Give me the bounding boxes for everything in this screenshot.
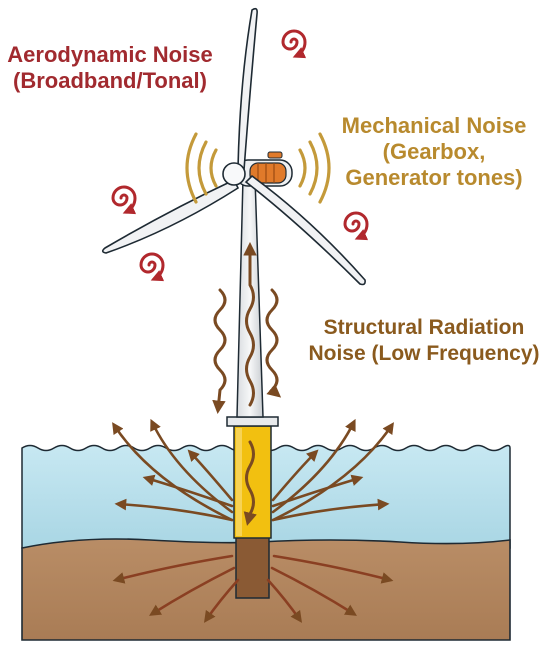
swirl-icon [343, 211, 369, 241]
blade-right [244, 174, 366, 286]
structural-noise-label: Structural Radiation Noise (Low Frequenc… [296, 315, 550, 367]
structural-vibration-waves [212, 241, 282, 526]
swirl-icon [111, 185, 137, 215]
wave-arrow-icon [212, 288, 227, 415]
mechanical-sound-waves-icon [185, 132, 331, 204]
blade-left [101, 178, 240, 254]
mechanical-noise-line2: (Gearbox, [382, 139, 486, 164]
mechanical-noise-label: Mechanical Noise (Gearbox, Generator ton… [322, 113, 546, 191]
mechanical-noise-line3: Generator tones) [345, 165, 523, 190]
hub [222, 162, 246, 186]
wave-arrow-icon [243, 241, 257, 407]
aerodynamic-swirls [111, 29, 369, 282]
mechanical-noise-line1: Mechanical Noise [341, 113, 527, 138]
underwater-radiation-arrows [112, 418, 394, 522]
swirl-icon [139, 252, 165, 282]
blade-up [237, 7, 258, 172]
structural-noise-line2: Noise (Low Frequency) [308, 342, 540, 365]
rotor [101, 7, 366, 286]
wave-arrow-icon [265, 288, 282, 398]
aerodynamic-noise-line2: (Broadband/Tonal) [13, 68, 207, 93]
swirl-icon [281, 29, 307, 59]
wave-arrow-icon [243, 440, 257, 526]
aerodynamic-noise-line1: Aerodynamic Noise [7, 42, 213, 67]
aerodynamic-noise-label: Aerodynamic Noise (Broadband/Tonal) [4, 42, 216, 94]
seabed-radiation-arrows [112, 554, 394, 623]
monopile-buried [235, 535, 270, 599]
structural-noise-line1: Structural Radiation [323, 316, 525, 339]
